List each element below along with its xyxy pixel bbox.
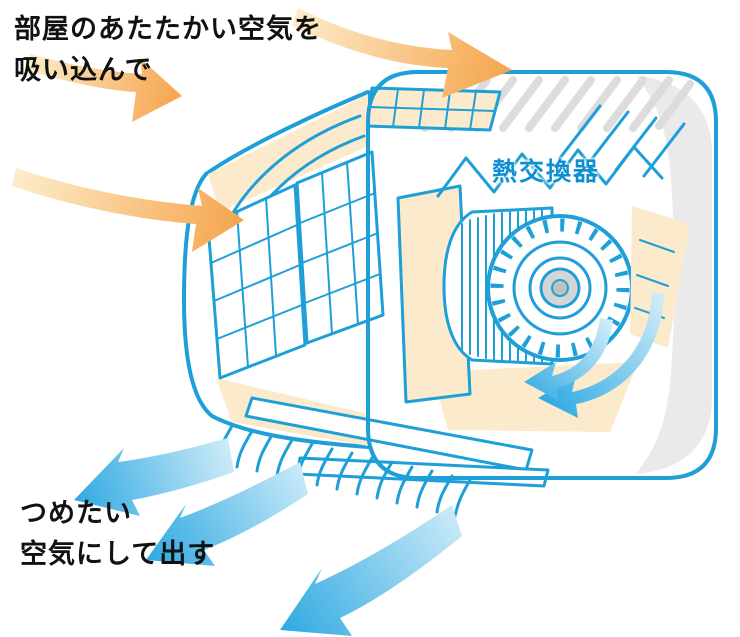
unit-front-outline <box>366 70 718 480</box>
fan-hub-center <box>551 279 569 297</box>
warm-air-caption-line1: 部屋のあたたかい空気を <box>14 14 322 45</box>
cool-air-caption-line2: 空気にして出す <box>20 538 216 570</box>
warm-air-arrow-top <box>292 8 512 98</box>
cool-air-caption: つめたい 空気にして出す <box>20 494 215 575</box>
warm-air-caption-line2: 吸い込んで <box>14 54 153 86</box>
warm-air-arrows <box>12 8 512 252</box>
heat-exchanger-fin-stripes <box>558 104 686 178</box>
warm-air-arrow-left-upper <box>26 54 182 122</box>
heat-exchanger-zigzag <box>436 145 664 198</box>
warm-air-caption: 部屋のあたたかい空気を 吸い込んで <box>14 10 322 91</box>
cool-air-caption-line1: つめたい <box>20 498 132 529</box>
swirl-arrow-outer <box>538 292 664 418</box>
filter-panel-left <box>206 183 307 380</box>
fan-front <box>486 214 634 362</box>
heat-exchanger-label: 熱交換器 <box>492 157 601 186</box>
cool-air-arrow-large <box>280 505 462 636</box>
swirl-arrow-inner <box>524 318 613 400</box>
under-fan-cream <box>432 362 638 432</box>
internal-airflow-arrows <box>524 292 664 418</box>
warm-air-arrow-left-lower <box>12 168 244 252</box>
top-intake-grille <box>364 86 502 132</box>
filter-panel-right <box>295 150 385 345</box>
cool-air-arrows <box>74 438 462 636</box>
cool-air-arrow-medium <box>146 462 308 566</box>
cool-air-arrow-small <box>74 438 234 516</box>
fan-blade-ring <box>490 218 630 358</box>
